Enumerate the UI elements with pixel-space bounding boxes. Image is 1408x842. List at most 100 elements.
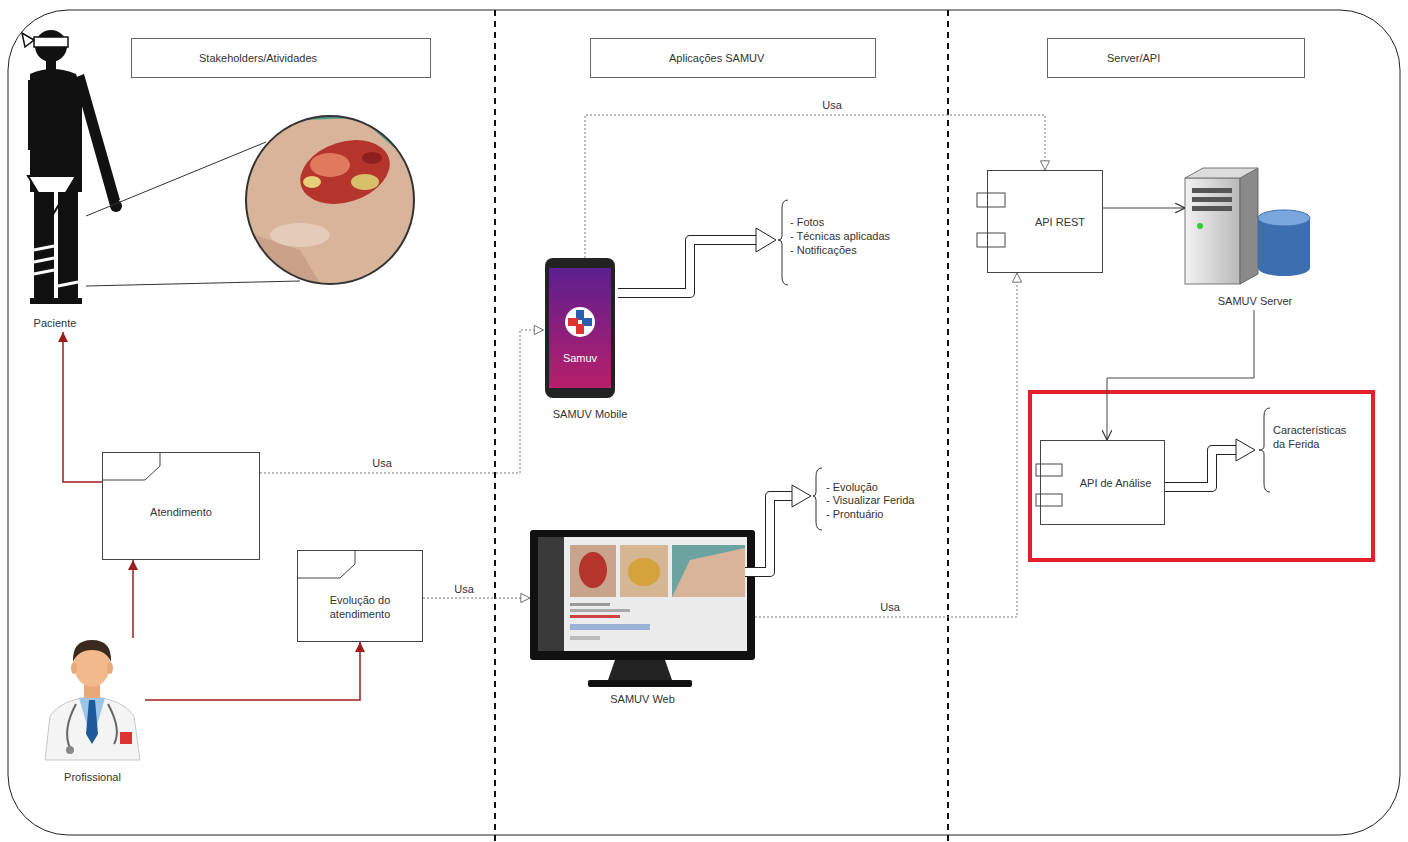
hollow-arrow-part (1165, 450, 1237, 487)
patient-figure-part (30, 69, 82, 192)
hollow-arrow-part (1236, 439, 1255, 461)
patient-figure-part (30, 298, 56, 304)
monitor-icon-part (620, 545, 668, 597)
server-icon-part (1258, 260, 1310, 276)
curly-bracket (778, 200, 1270, 530)
package-box: Evolução do atendimento (297, 550, 423, 642)
server-icon-part (1185, 178, 1240, 284)
server-icon-part (1258, 210, 1310, 226)
node-text: SAMUV Mobile (553, 407, 628, 421)
connector (755, 273, 1017, 617)
connector-label: Usa (820, 99, 844, 112)
hollow-arrow-part (1165, 450, 1236, 487)
package-box: Atendimento (102, 452, 260, 560)
hollow-arrow-part (618, 240, 757, 293)
server-icon-part (1197, 223, 1203, 229)
lane-header: Aplicações SAMUV (590, 38, 876, 78)
phone-icon-part (576, 324, 584, 334)
lane-header: Server/API (1047, 38, 1305, 78)
component-port-part (977, 233, 1005, 247)
doctor-figure-part (86, 700, 98, 744)
monitor-icon-part (570, 545, 616, 597)
server-icon-part (1192, 188, 1232, 193)
server-icon-part (1185, 168, 1258, 178)
patient-figure-part (58, 192, 78, 300)
phone-icon (545, 258, 615, 398)
swimlane-divider-part (947, 10, 949, 842)
patient-figure-part (34, 270, 54, 274)
hollow-arrow-part (756, 228, 776, 252)
list-item: - Fotos (790, 215, 824, 229)
patient-figure-part (22, 33, 34, 47)
actor-figure: Profissional (40, 638, 145, 786)
folder-tab-part (102, 452, 160, 480)
outer-frame (8, 10, 1400, 835)
monitor-icon-part (579, 552, 607, 588)
connector-label: Usa (878, 601, 902, 614)
patient-figure (22, 30, 122, 304)
connector-label: Usa (370, 457, 394, 470)
monitor-icon-part (588, 680, 692, 687)
wound-photo-part (351, 174, 379, 190)
highlight-frame (1030, 392, 1373, 560)
doctor-figure (45, 640, 140, 760)
outer-frame-part (8, 10, 1400, 835)
node-text: SAMUV Web (610, 692, 675, 706)
list-item: - Técnicas aplicadas (790, 229, 890, 243)
swimlane-divider (495, 10, 948, 842)
doctor-figure-part (120, 732, 132, 744)
patient-figure-part (28, 80, 36, 150)
connector (63, 332, 102, 482)
monitor-icon (530, 530, 755, 687)
monitor-icon-part (530, 530, 755, 660)
connector (260, 330, 544, 473)
patient-figure-part (56, 298, 82, 304)
node-text: Evolução do atendimento (330, 593, 391, 621)
monitor-icon-part (672, 548, 745, 597)
phone-icon-part (565, 307, 595, 337)
server-icon-part (1192, 206, 1232, 211)
node-text: Paciente (34, 316, 77, 330)
patient-figure-part (34, 192, 54, 300)
curly-bracket-part (778, 200, 788, 285)
component-port (977, 193, 1062, 506)
hollow-arrow-part (745, 496, 793, 572)
wound-photo-part (270, 223, 330, 247)
wound-photo-part (303, 176, 321, 188)
patient-figure-part (34, 258, 54, 262)
feature-note: Características da Ferida (1273, 423, 1357, 451)
wound-photo (240, 110, 420, 300)
monitor-icon-part (570, 636, 600, 640)
doctor-figure-part (71, 662, 77, 674)
curly-bracket-part (1259, 408, 1270, 492)
highlight-frame-part (1030, 392, 1373, 560)
zoom-leader-line-part (86, 281, 300, 286)
hollow-arrow (618, 228, 1255, 572)
monitor-icon-part (672, 545, 745, 597)
list-item: - Prontuário (826, 507, 883, 521)
monitor-icon-part (538, 537, 747, 651)
node-text: API REST (1035, 215, 1085, 229)
wound-photo-part (246, 116, 414, 284)
connector (1107, 310, 1254, 440)
phone-icon-part (549, 268, 611, 388)
doctor-figure-part (45, 696, 140, 760)
node-text: Atendimento (150, 505, 212, 519)
connector (423, 598, 530, 599)
patient-figure-part (58, 282, 78, 286)
monitor-icon-part (570, 609, 630, 612)
lane-header: Stakeholders/Atividades (131, 38, 431, 78)
wound-photo-part (310, 153, 350, 177)
hollow-arrow-part (792, 485, 811, 507)
connector-label: Usa (452, 583, 476, 596)
component-port-part (977, 193, 1005, 207)
monitor-icon-part (608, 660, 672, 680)
list-item: - Visualizar Ferida (826, 493, 914, 507)
connector (1103, 208, 1185, 209)
actor-figure: Paciente (10, 22, 100, 332)
monitor-icon-part (570, 624, 650, 630)
hollow-arrow-part (745, 496, 792, 572)
